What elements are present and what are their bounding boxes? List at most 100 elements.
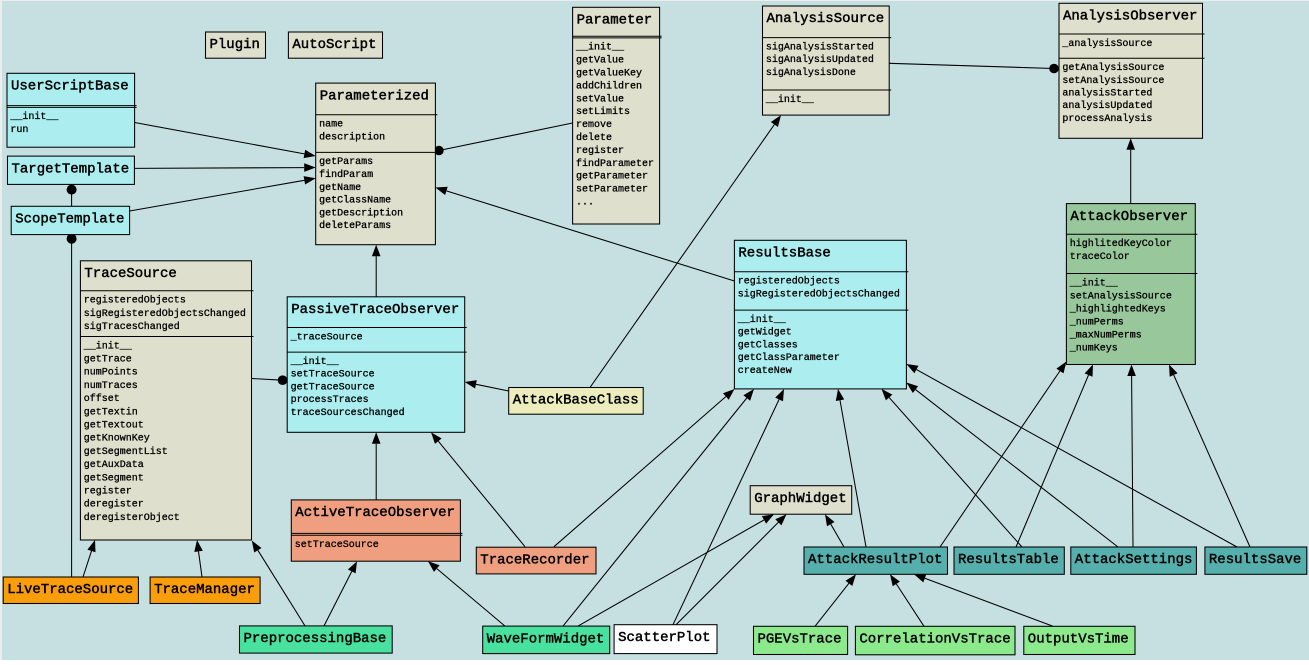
svg-text:traceColor: traceColor: [1070, 251, 1130, 263]
svg-text:_numPerms: _numPerms: [1069, 317, 1124, 328]
svg-text:CorrelationVsTrace: CorrelationVsTrace: [859, 632, 1010, 648]
svg-text:__init__: __init__: [9, 111, 59, 123]
svg-text:setParameter: setParameter: [576, 185, 648, 196]
svg-text:AnalysisObserver: AnalysisObserver: [1063, 9, 1197, 25]
svg-text:analysisStarted: analysisStarted: [1062, 88, 1152, 100]
svg-text:getTextin: getTextin: [84, 406, 138, 418]
svg-text:sigTracesChanged: sigTracesChanged: [84, 321, 180, 333]
svg-text:findParam: findParam: [319, 169, 373, 181]
svg-text:__init__: __init__: [1069, 277, 1119, 289]
svg-text:getName: getName: [319, 183, 361, 194]
svg-text:OutputVsTime: OutputVsTime: [1028, 632, 1129, 648]
svg-text:findParameter: findParameter: [576, 158, 654, 170]
svg-text:sigAnalysisStarted: sigAnalysisStarted: [766, 41, 874, 53]
svg-text:name: name: [319, 120, 343, 131]
svg-text:numTraces: numTraces: [84, 381, 138, 392]
svg-text:processTraces: processTraces: [291, 395, 369, 406]
svg-text:__init__: __init__: [290, 356, 340, 368]
svg-text:ResultsTable: ResultsTable: [958, 552, 1059, 568]
svg-text:getParams: getParams: [319, 157, 373, 168]
svg-text:Parameterized: Parameterized: [320, 88, 429, 104]
svg-text:PreprocessingBase: PreprocessingBase: [244, 631, 387, 647]
svg-text:ScopeTemplate: ScopeTemplate: [15, 212, 124, 228]
svg-text:getParameter: getParameter: [576, 172, 648, 183]
svg-text:AttackBaseClass: AttackBaseClass: [513, 393, 639, 409]
svg-text:traceSourcesChanged: traceSourcesChanged: [291, 407, 405, 419]
svg-text:register: register: [576, 145, 624, 157]
svg-text:deleteParams: deleteParams: [319, 220, 391, 232]
svg-text:getWidget: getWidget: [738, 327, 792, 339]
svg-text:__init__: __init__: [765, 94, 815, 106]
svg-text:register: register: [84, 486, 132, 498]
svg-text:TargetTemplate: TargetTemplate: [12, 161, 130, 177]
svg-text:AutoScript: AutoScript: [292, 37, 376, 53]
svg-text:ResultsBase: ResultsBase: [738, 246, 830, 262]
svg-text:setLimits: setLimits: [576, 106, 630, 118]
svg-text:sigAnalysisUpdated: sigAnalysisUpdated: [766, 54, 874, 66]
svg-text:...: ...: [576, 198, 594, 209]
svg-text:setAnalysisSource: setAnalysisSource: [1062, 75, 1164, 87]
svg-text:getAnalysisSource: getAnalysisSource: [1062, 62, 1164, 74]
svg-text:PGEVsTrace: PGEVsTrace: [758, 632, 842, 648]
svg-text:_maxNumPerms: _maxNumPerms: [1069, 330, 1142, 341]
svg-text:LiveTraceSource: LiveTraceSource: [7, 582, 133, 598]
svg-text:processAnalysis: processAnalysis: [1062, 113, 1152, 125]
svg-text:analysisUpdated: analysisUpdated: [1062, 100, 1152, 112]
svg-text:GraphWidget: GraphWidget: [754, 491, 846, 507]
svg-text:Parameter: Parameter: [577, 13, 653, 29]
svg-text:AnalysisSource: AnalysisSource: [767, 11, 885, 27]
svg-text:highlitedKeyColor: highlitedKeyColor: [1070, 238, 1172, 250]
svg-text:registeredObjects: registeredObjects: [738, 276, 840, 288]
svg-text:setValue: setValue: [576, 93, 624, 105]
svg-text:__init__: __init__: [737, 314, 787, 326]
svg-text:deregisterObject: deregisterObject: [84, 512, 180, 524]
svg-text:getTextout: getTextout: [84, 421, 144, 432]
svg-text:AttackResultPlot: AttackResultPlot: [808, 552, 942, 568]
svg-text:delete: delete: [576, 132, 612, 144]
svg-text:run: run: [10, 125, 28, 136]
svg-text:getSegmentList: getSegmentList: [84, 446, 168, 458]
svg-text:AttackSettings: AttackSettings: [1075, 552, 1193, 568]
svg-text:__init__: __init__: [83, 340, 133, 352]
svg-text:getValue: getValue: [576, 55, 624, 67]
svg-text:AttackObserver: AttackObserver: [1070, 209, 1188, 225]
svg-text:sigRegisteredObjectsChanged: sigRegisteredObjectsChanged: [738, 288, 900, 300]
svg-text:TraceRecorder: TraceRecorder: [480, 552, 589, 568]
svg-text:TraceSource: TraceSource: [84, 266, 176, 282]
svg-text:setTraceSource: setTraceSource: [295, 540, 379, 551]
svg-text:_analysisSource: _analysisSource: [1061, 38, 1152, 50]
svg-text:setAnalysisSource: setAnalysisSource: [1070, 290, 1172, 302]
svg-text:_traceSource: _traceSource: [290, 332, 363, 343]
svg-text:UserScriptBase: UserScriptBase: [11, 79, 129, 95]
svg-text:getSegment: getSegment: [84, 473, 144, 484]
svg-text:getTrace: getTrace: [84, 355, 132, 366]
svg-text:TraceManager: TraceManager: [154, 582, 255, 598]
svg-text:remove: remove: [576, 120, 612, 131]
svg-text:sigAnalysisDone: sigAnalysisDone: [766, 67, 856, 79]
svg-text:ScatterPlot: ScatterPlot: [618, 630, 710, 646]
svg-text:numPoints: numPoints: [84, 367, 138, 379]
svg-text:getAuxData: getAuxData: [84, 460, 144, 471]
svg-text:addChildren: addChildren: [576, 80, 642, 92]
svg-text:sigRegisteredObjectsChanged: sigRegisteredObjectsChanged: [84, 308, 246, 320]
svg-text:registeredObjects: registeredObjects: [84, 295, 186, 307]
svg-text:getClassName: getClassName: [319, 195, 391, 207]
svg-text:__init__: __init__: [575, 42, 625, 54]
svg-text:Plugin: Plugin: [210, 37, 260, 53]
svg-text:deregister: deregister: [84, 499, 144, 511]
svg-text:ResultsSave: ResultsSave: [1209, 552, 1301, 568]
svg-text:getTraceSource: getTraceSource: [291, 382, 375, 393]
svg-text:getDescription: getDescription: [319, 207, 403, 219]
svg-text:PassiveTraceObserver: PassiveTraceObserver: [291, 302, 459, 318]
svg-text:setTraceSource: setTraceSource: [291, 370, 375, 381]
svg-text:getValueKey: getValueKey: [576, 68, 642, 80]
svg-text:_highlightedKeys: _highlightedKeys: [1069, 303, 1166, 315]
svg-text:description: description: [319, 131, 385, 143]
svg-text:getClasses: getClasses: [738, 339, 798, 351]
svg-text:getClassParameter: getClassParameter: [738, 352, 840, 364]
svg-text:createNew: createNew: [738, 366, 792, 377]
svg-text:offset: offset: [84, 393, 120, 405]
svg-text:WaveFormWidget: WaveFormWidget: [487, 631, 605, 647]
svg-text:ActiveTraceObserver: ActiveTraceObserver: [295, 505, 455, 521]
svg-text:_numKeys: _numKeys: [1069, 343, 1118, 354]
